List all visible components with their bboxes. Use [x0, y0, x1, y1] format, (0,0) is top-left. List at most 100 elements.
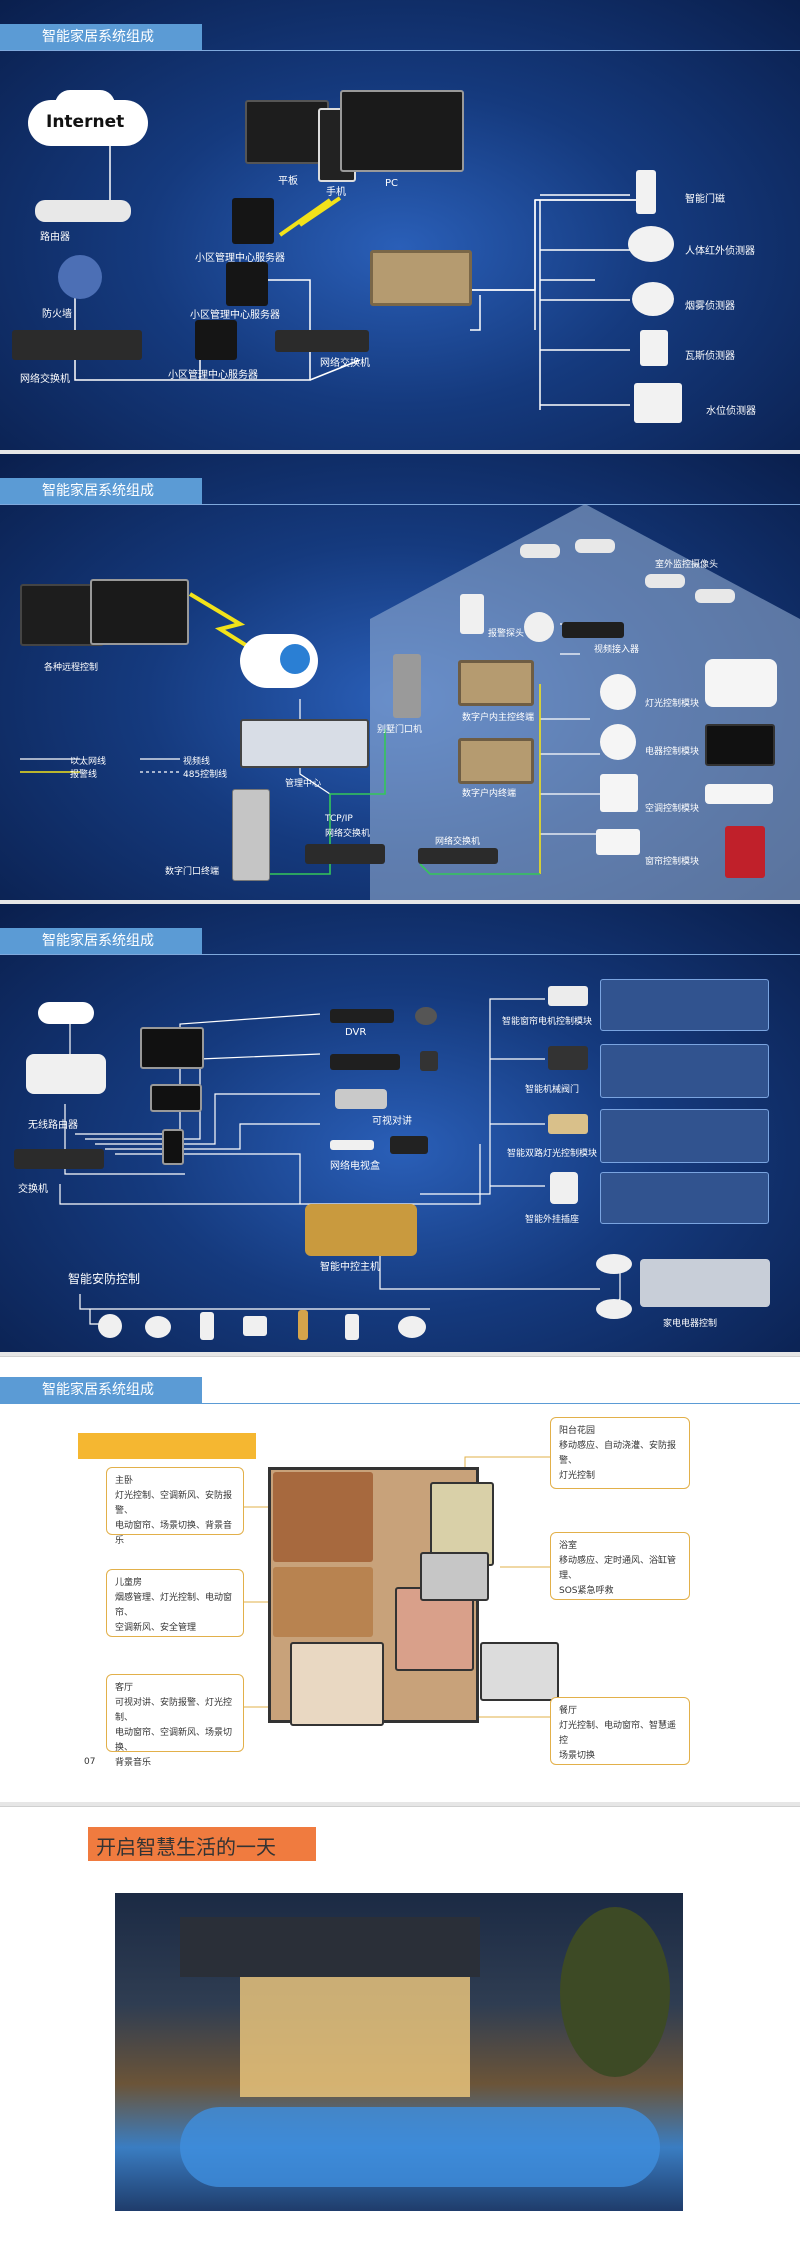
- section-title: 智能家居系统组成: [0, 24, 202, 50]
- curtain-icon: [725, 826, 765, 878]
- smoke-detector-icon: [632, 282, 674, 316]
- socket-photos: [600, 1172, 769, 1224]
- router-label: 路由器: [40, 232, 70, 243]
- wireless-router-icon: [26, 1054, 106, 1094]
- server1-icon: [232, 198, 274, 244]
- water-detector-label: 水位侦测器: [706, 406, 756, 417]
- valve-label: 智能机械阀门: [525, 1085, 580, 1095]
- camera3-icon: [645, 574, 685, 588]
- monitor-icon: [140, 1027, 204, 1069]
- slide-separator: [0, 1352, 800, 1356]
- slide-title-box: [88, 1827, 316, 1861]
- firewall-icon: [58, 255, 102, 299]
- slide-2: 智能家居系统组成 各种远程控制 以太网线 视频线 报警线 485控制线 管理中心…: [0, 454, 800, 900]
- socket-icon: [550, 1172, 578, 1204]
- dimmer-photos: [600, 1109, 769, 1163]
- camera4-icon: [695, 589, 735, 603]
- gas-detector-icon: [640, 330, 668, 366]
- legend-ethernet: 以太网线: [70, 757, 107, 767]
- room-name: 儿童房: [115, 1578, 143, 1588]
- room-line: 场景切换: [559, 1751, 596, 1761]
- globe-icon: [280, 644, 310, 674]
- speaker-icon: [420, 1051, 438, 1071]
- door-sensor-label: 智能门磁: [685, 194, 725, 205]
- orange-banner: [78, 1433, 256, 1459]
- tcpip-label: TCP/IP: [325, 814, 353, 824]
- server3-icon: [195, 320, 237, 360]
- curtain-photos: [600, 979, 769, 1031]
- legend-485: 485控制线: [183, 770, 228, 780]
- curtain-module-icon: [548, 986, 588, 1006]
- room-line: 烟感管理、灯光控制、电动窗帘、: [115, 1593, 233, 1618]
- slide-title: 开启智慧生活的一天: [96, 1835, 276, 1859]
- security-sensor-icon: [243, 1316, 267, 1336]
- indoor1-icon: [458, 660, 534, 706]
- socket-label: 智能外挂插座: [525, 1215, 580, 1225]
- security-smoke-icon: [145, 1316, 171, 1338]
- video-intercom-icon: [370, 250, 472, 306]
- title-underline: [0, 50, 800, 51]
- section-title: 智能家居系统组成: [0, 478, 202, 504]
- dvr-icon: [330, 1009, 394, 1023]
- internet-cloud-puff: [55, 90, 115, 120]
- tablet-label: 平板: [278, 176, 298, 187]
- villa-tree: [560, 1907, 670, 2077]
- room-name: 客厅: [115, 1683, 134, 1693]
- remote-ir2-icon: [596, 1299, 632, 1319]
- tablet-icon: [150, 1084, 202, 1112]
- villa-pool: [180, 2107, 660, 2187]
- mgmt-computers-icon: [240, 719, 369, 768]
- indoor2-label: 数字户内终端: [462, 789, 517, 799]
- alarm-bell-icon: [524, 612, 554, 642]
- indoor1-label: 数字户内主控终端: [462, 713, 535, 723]
- server1-label: 小区管理中心服务器: [195, 253, 285, 264]
- room-kids: 儿童房 烟感管理、灯光控制、电动窗帘、 空调新风、安全管理: [106, 1569, 244, 1637]
- section-title: 智能家居系统组成: [0, 928, 202, 954]
- security-switch-icon: [345, 1314, 359, 1340]
- switch1-icon: [12, 330, 142, 360]
- alarm-probe-icon: [460, 594, 484, 634]
- smoke-detector-label: 烟雾侦测器: [685, 301, 735, 312]
- villa-door-label: 别墅门口机: [377, 725, 423, 735]
- video-recorder-icon: [562, 622, 624, 638]
- slide-separator: [0, 1802, 800, 1806]
- pc-icon: [340, 90, 464, 172]
- door-sensor-icon: [636, 170, 656, 214]
- alarm-probe-label: 报警探头: [488, 629, 525, 639]
- room-name: 阳台花园: [559, 1426, 596, 1436]
- slide-separator: [0, 450, 800, 454]
- intercom-icon: [335, 1089, 387, 1109]
- water-detector-icon: [634, 383, 682, 423]
- server2-label: 小区管理中心服务器: [190, 310, 280, 321]
- intercom-label: 可视对讲: [372, 1116, 412, 1127]
- security-detector-icon: [398, 1316, 426, 1338]
- switch-icon: [14, 1149, 104, 1169]
- motor-module-icon: [600, 724, 636, 760]
- room-line: 灯光控制、电动窗帘、智慧遥控: [559, 1721, 677, 1746]
- slide-3: 智能家居系统组成 无线路由器 交换机 DVR: [0, 904, 800, 1352]
- light-module-icon: [600, 674, 636, 710]
- pc-label: PC: [385, 178, 399, 189]
- wireless-router-label: 无线路由器: [28, 1120, 78, 1131]
- tcpip-switch-label: 网络交换机: [325, 829, 371, 839]
- tv-icon: [705, 724, 775, 766]
- room-line: SOS紧急呼救: [559, 1586, 614, 1596]
- settop-box-icon: [330, 1054, 400, 1070]
- villa-lit-facade: [240, 1977, 470, 2097]
- room-line: 电动窗帘、场景切换、背景音乐: [115, 1521, 233, 1546]
- floor-plan-kids: [273, 1567, 373, 1637]
- legend-video: 视频线: [183, 757, 211, 767]
- door-unit-label: 数字门口终端: [165, 867, 220, 877]
- floor-plan-dining: [395, 1587, 474, 1671]
- curtain-ctrl-label: 窗帘控制模块: [645, 857, 700, 867]
- switch-label: 交换机: [18, 1184, 48, 1195]
- net-tv-label: 网络电视盒: [330, 1161, 380, 1172]
- room-line: 移动感应、定时通风、浴缸管理、: [559, 1556, 677, 1581]
- room-living: 客厅 可视对讲、安防报警、灯光控制、 电动窗帘、空调新风、场景切换、 背景音乐: [106, 1674, 244, 1768]
- valve-photos: [600, 1044, 769, 1098]
- camera2-icon: [575, 539, 615, 553]
- switch2-icon: [275, 330, 369, 352]
- indoor2-icon: [458, 738, 534, 784]
- title-underline: [0, 1403, 800, 1404]
- legend-alarm: 报警线: [70, 770, 98, 780]
